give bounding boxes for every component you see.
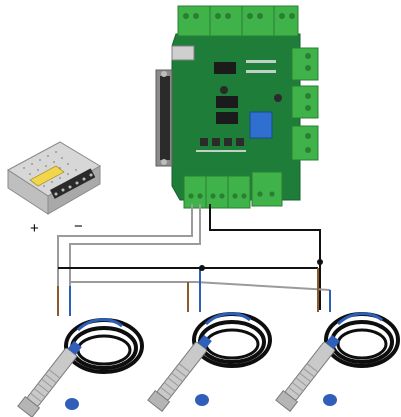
inductive-sensor-icon bbox=[275, 312, 400, 412]
inductive-sensor-icon bbox=[147, 312, 272, 412]
breakout-board-icon bbox=[155, 5, 319, 209]
right-terminal-block bbox=[291, 47, 319, 161]
usb-port bbox=[171, 45, 195, 61]
power-plus-label: + bbox=[30, 220, 39, 237]
inductive-sensor-icon bbox=[17, 318, 144, 417]
relay bbox=[249, 111, 273, 139]
wires bbox=[57, 204, 331, 316]
ic-chips bbox=[214, 62, 238, 124]
power-supply-icon bbox=[7, 141, 101, 215]
power-minus-label: − bbox=[74, 218, 83, 235]
top-terminal-block bbox=[177, 5, 299, 37]
bottom-terminal-block bbox=[183, 171, 283, 209]
db25-connector bbox=[155, 69, 173, 167]
